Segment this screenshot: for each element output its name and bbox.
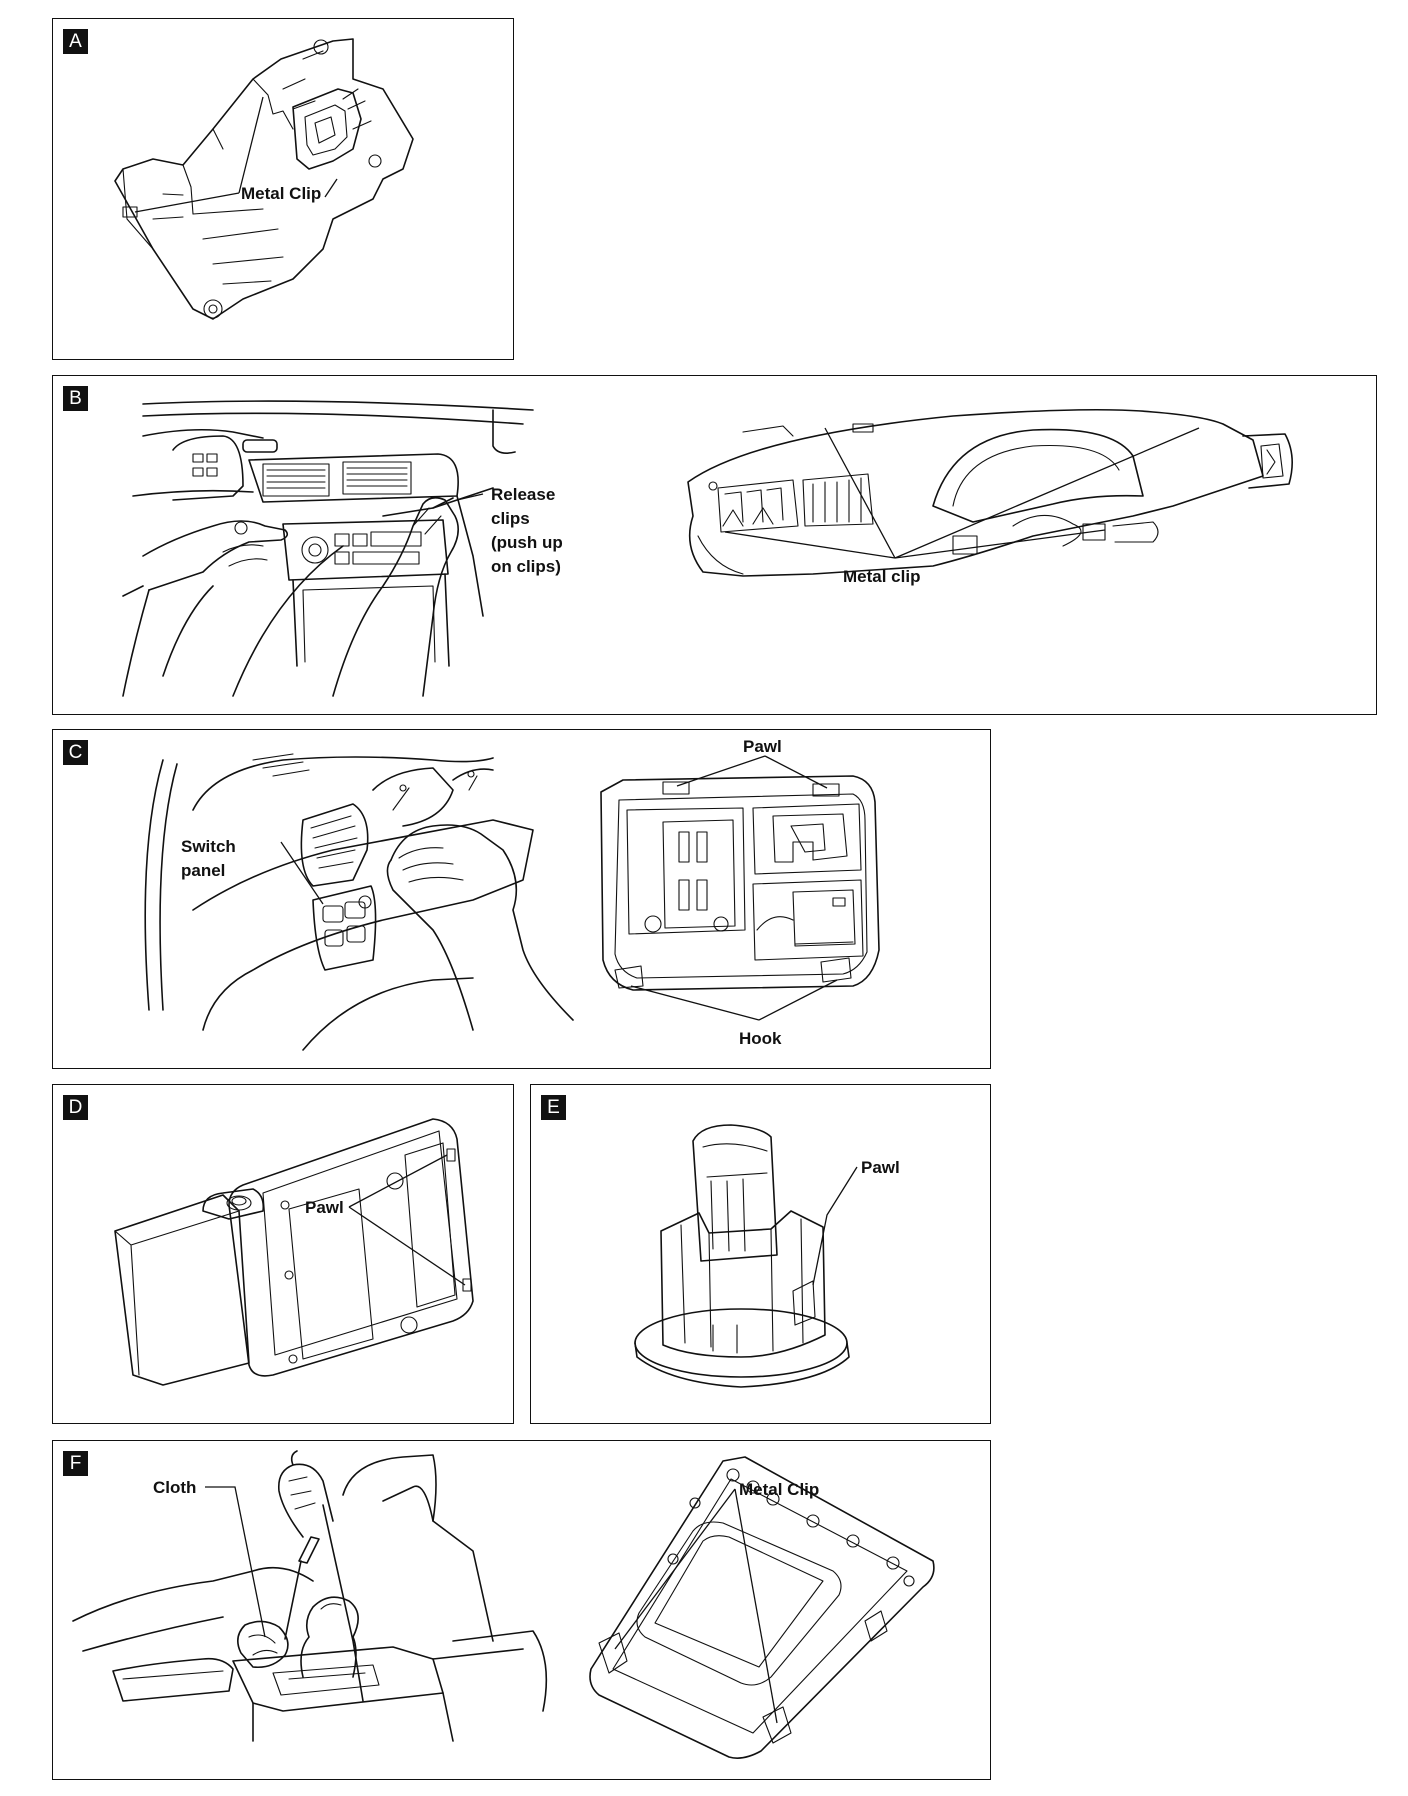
switch-panel-label-2: panel	[181, 861, 225, 880]
release-clips-label-3: (push up	[491, 533, 563, 552]
panel-e: E Pawl	[530, 1084, 991, 1424]
panel-letter-d: D	[63, 1095, 88, 1120]
release-clips-label-4: on clips)	[491, 557, 561, 576]
switch-knob-illustration: Pawl	[634, 1124, 900, 1388]
panel-letter-b: B	[63, 386, 88, 411]
pawl-label-d: Pawl	[305, 1198, 344, 1217]
panel-letter-a: A	[63, 29, 88, 54]
metal-clip-label-b: Metal clip	[843, 567, 920, 586]
panel-d: D Pawl	[52, 1084, 514, 1424]
dashboard-illustration: Release clips (push up on clips) Metal	[122, 400, 1293, 697]
panel-letter-e: E	[541, 1095, 566, 1120]
switch-panel-illustration: Switch panel Pawl Hook	[144, 737, 880, 1051]
panel-b: B	[52, 375, 1377, 715]
release-clips-label-2: clips	[491, 509, 530, 528]
pawl-label-e: Pawl	[861, 1158, 900, 1177]
release-clips-label-1: Release	[491, 485, 555, 504]
switch-panel-label-1: Switch	[181, 837, 236, 856]
pawl-label-c: Pawl	[743, 737, 782, 756]
shift-console-illustration: Cloth Metal Clip	[72, 1450, 935, 1759]
panel-letter-f: F	[63, 1451, 88, 1476]
cloth-label: Cloth	[153, 1478, 196, 1497]
panel-f: F Cloth	[52, 1440, 991, 1780]
hook-label-c: Hook	[739, 1029, 782, 1048]
metal-clip-label-a: Metal Clip	[241, 184, 321, 203]
console-panel-illustration: Pawl	[114, 1118, 474, 1386]
trim-panel-illustration: Metal Clip	[114, 38, 414, 320]
panel-letter-c: C	[63, 740, 88, 765]
panel-a: A Metal Clip	[52, 18, 514, 360]
panel-c: C Switch panel	[52, 729, 991, 1069]
metal-clip-label-f: Metal Clip	[739, 1480, 819, 1499]
